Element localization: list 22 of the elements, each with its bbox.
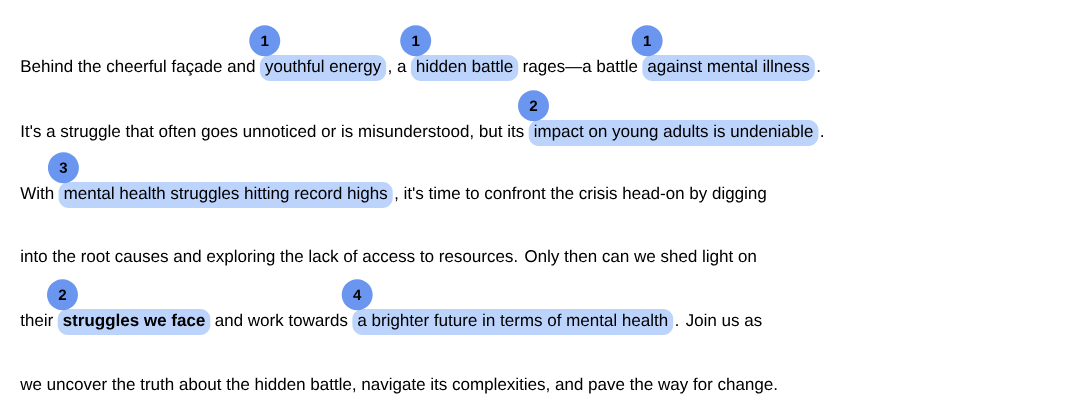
number-badge: 2 xyxy=(47,279,78,311)
highlighted-phrase: youthful energy xyxy=(259,55,387,81)
body-text: . xyxy=(817,70,820,72)
body-text: rages—a battle xyxy=(523,59,638,76)
highlighted-phrase: against mental illness xyxy=(642,55,815,81)
highlighted-phrase: struggles we face xyxy=(57,309,211,335)
highlighted-phrase: a brighter future in terms of mental health xyxy=(352,309,674,335)
number-badge: 1 xyxy=(249,25,281,57)
number-badge: 4 xyxy=(341,279,373,311)
number-badge: 1 xyxy=(631,25,663,57)
number-badge: 2 xyxy=(518,90,549,122)
body-text: It's a struggle that often goes unnoticed or is misunderstood, but its xyxy=(21,124,524,141)
body-text: and work towards xyxy=(215,313,348,327)
body-text: we uncover the truth about the hidden battle, navigate its complexities, and pave the way for change. xyxy=(20,377,777,394)
highlighted-phrase: hidden battle xyxy=(410,55,519,81)
body-text: , a xyxy=(389,62,407,75)
number-badge: 3 xyxy=(47,152,79,184)
body-text: into the root causes and exploring the lack of access to resources. Only then can we shed light on xyxy=(21,249,756,266)
number-badge: 1 xyxy=(400,25,432,57)
highlighted-phrase: mental health struggles hitting record highs xyxy=(58,182,393,208)
body-text: , it's time to confront the crisis head-on by digging xyxy=(395,186,766,203)
highlighted-phrase: impact on young adults is undeniable xyxy=(528,120,819,146)
